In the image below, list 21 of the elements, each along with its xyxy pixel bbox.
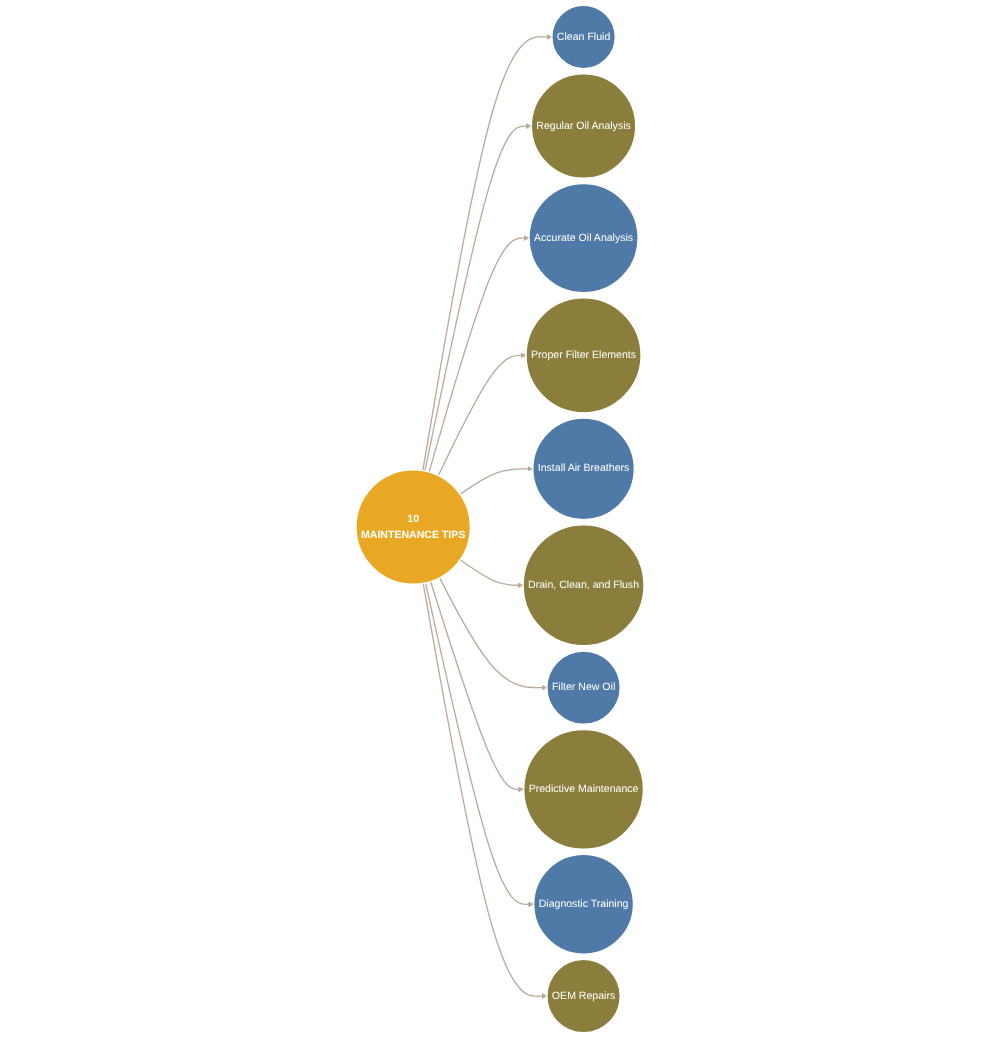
- node-circle: [522, 524, 645, 647]
- node-circle: [532, 417, 635, 521]
- arrow: [422, 582, 548, 999]
- arrow: [438, 577, 548, 691]
- node-circle: [523, 728, 645, 850]
- node-circle: [525, 297, 642, 414]
- node-circle: [546, 958, 621, 1034]
- arrow: [459, 465, 534, 496]
- arrow: [429, 580, 524, 793]
- node-circle: [533, 853, 635, 955]
- arrow: [424, 582, 534, 908]
- node-circle: [530, 73, 637, 179]
- node-circle: [551, 4, 616, 70]
- node-circle: [355, 469, 471, 585]
- node-circle: [528, 182, 639, 294]
- arrow: [437, 352, 527, 477]
- arrow: [428, 235, 530, 473]
- node-circle: [546, 650, 621, 725]
- arrow: [422, 34, 553, 472]
- arrow: [424, 123, 532, 472]
- arrow: [459, 559, 524, 589]
